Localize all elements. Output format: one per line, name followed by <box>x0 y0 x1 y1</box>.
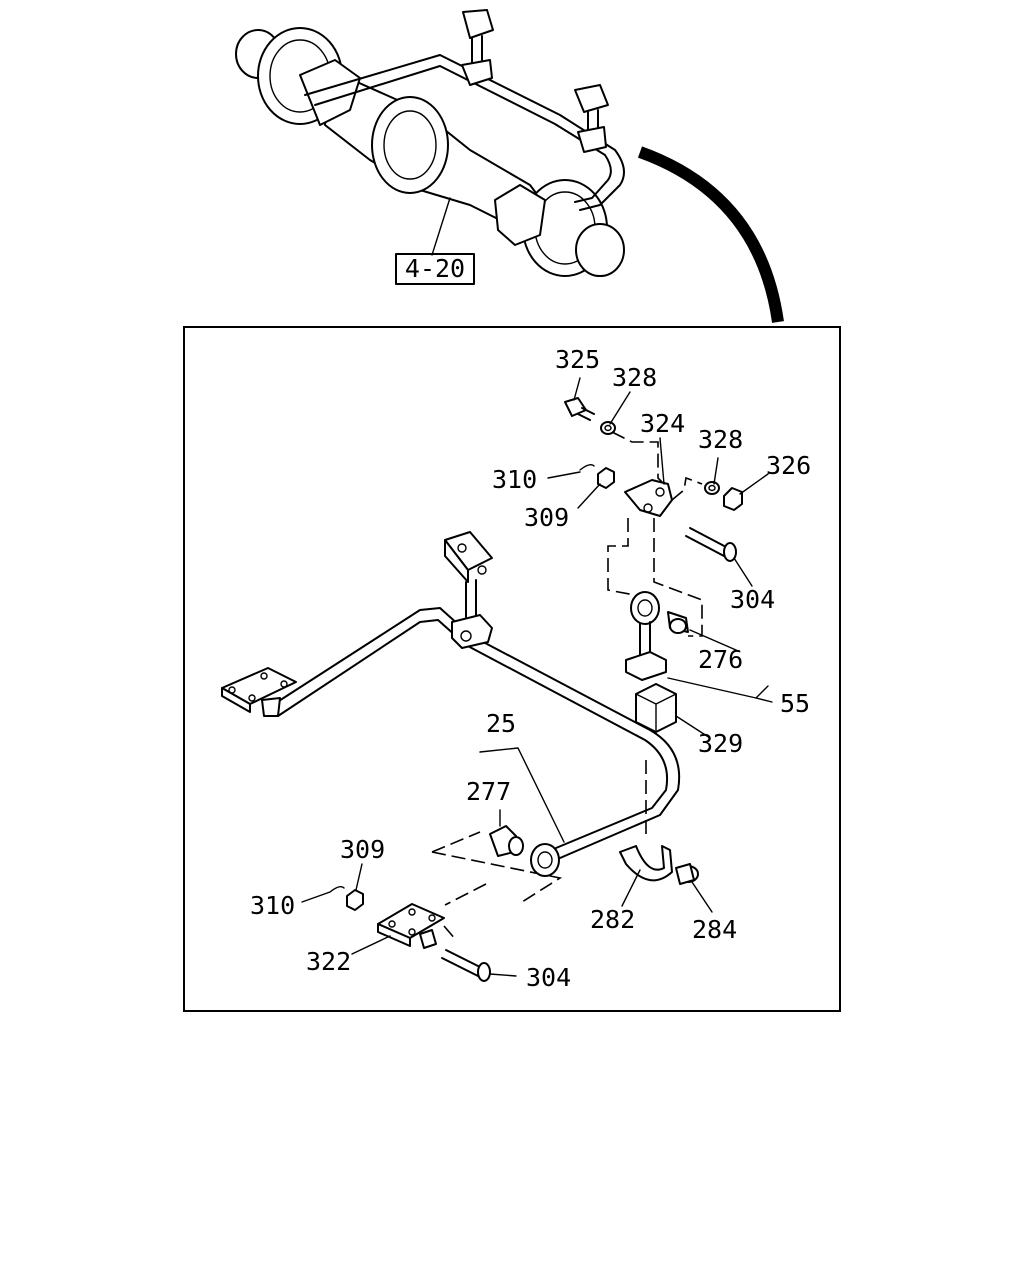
callout-282: 282 <box>590 905 635 934</box>
callout-276: 276 <box>698 645 743 674</box>
callout-55: 55 <box>780 689 810 718</box>
callout-arrow <box>637 146 784 323</box>
callout-322: 322 <box>306 947 351 976</box>
callout-25: 25 <box>486 709 516 738</box>
callout-277: 277 <box>466 777 511 806</box>
callout-309-upper: 309 <box>524 503 569 532</box>
reference-label-box <box>395 253 475 285</box>
callout-324: 324 <box>640 409 685 438</box>
detail-frame <box>183 326 841 1012</box>
link-rod-assembly <box>607 518 703 733</box>
callout-329: 329 <box>698 729 743 758</box>
callout-309-lower: 309 <box>340 835 385 864</box>
axle-assembly-illustration <box>235 9 625 277</box>
center-bracket <box>444 531 493 649</box>
callout-328-upper: 328 <box>612 363 657 392</box>
reference-label: 4-20 <box>405 254 465 283</box>
left-mount-plate <box>221 667 297 717</box>
callout-310-upper: 310 <box>492 465 537 494</box>
callout-325: 325 <box>555 345 600 374</box>
callout-310-lower: 310 <box>250 891 295 920</box>
end-bushing-assembly <box>329 825 563 982</box>
callout-304-upper: 304 <box>730 585 775 614</box>
callout-304-lower: 304 <box>526 963 571 992</box>
callout-326: 326 <box>766 451 811 480</box>
callout-328-right: 328 <box>698 425 743 454</box>
leader-lines <box>301 377 773 977</box>
callout-284: 284 <box>692 915 737 944</box>
clamp-assembly <box>619 760 699 885</box>
upper-link-hardware <box>564 397 743 562</box>
